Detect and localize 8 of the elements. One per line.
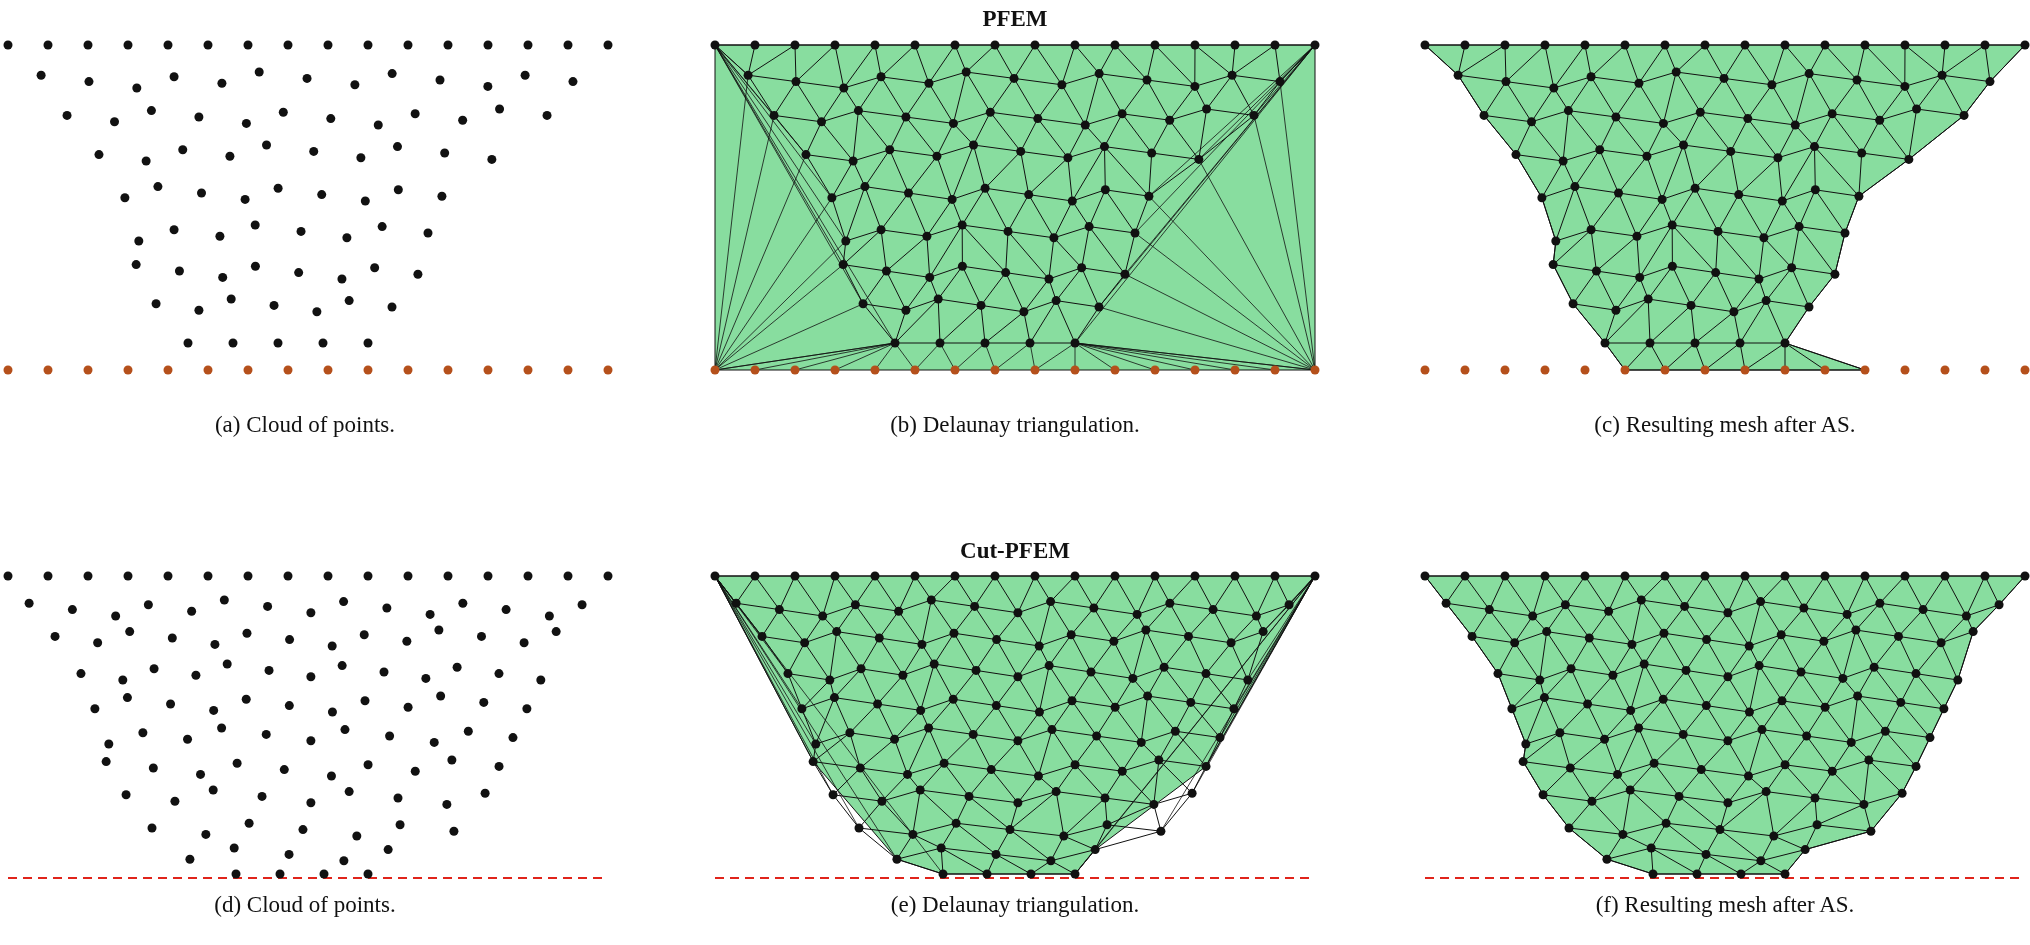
figure-caption: (c) Resulting mesh after AS.: [1594, 412, 1856, 438]
figure-caption: (a) Cloud of points.: [214, 412, 396, 438]
panel-heading: PFEM: [982, 6, 1048, 32]
figure-caption: (e) Delaunay triangulation.: [890, 892, 1140, 918]
figure-caption: (d) Cloud of points.: [214, 892, 396, 918]
panel-heading: Cut-PFEM: [960, 538, 1070, 564]
figure-caption: (f) Resulting mesh after AS.: [1595, 892, 1855, 918]
figure-caption: (b) Delaunay triangulation.: [890, 412, 1140, 438]
